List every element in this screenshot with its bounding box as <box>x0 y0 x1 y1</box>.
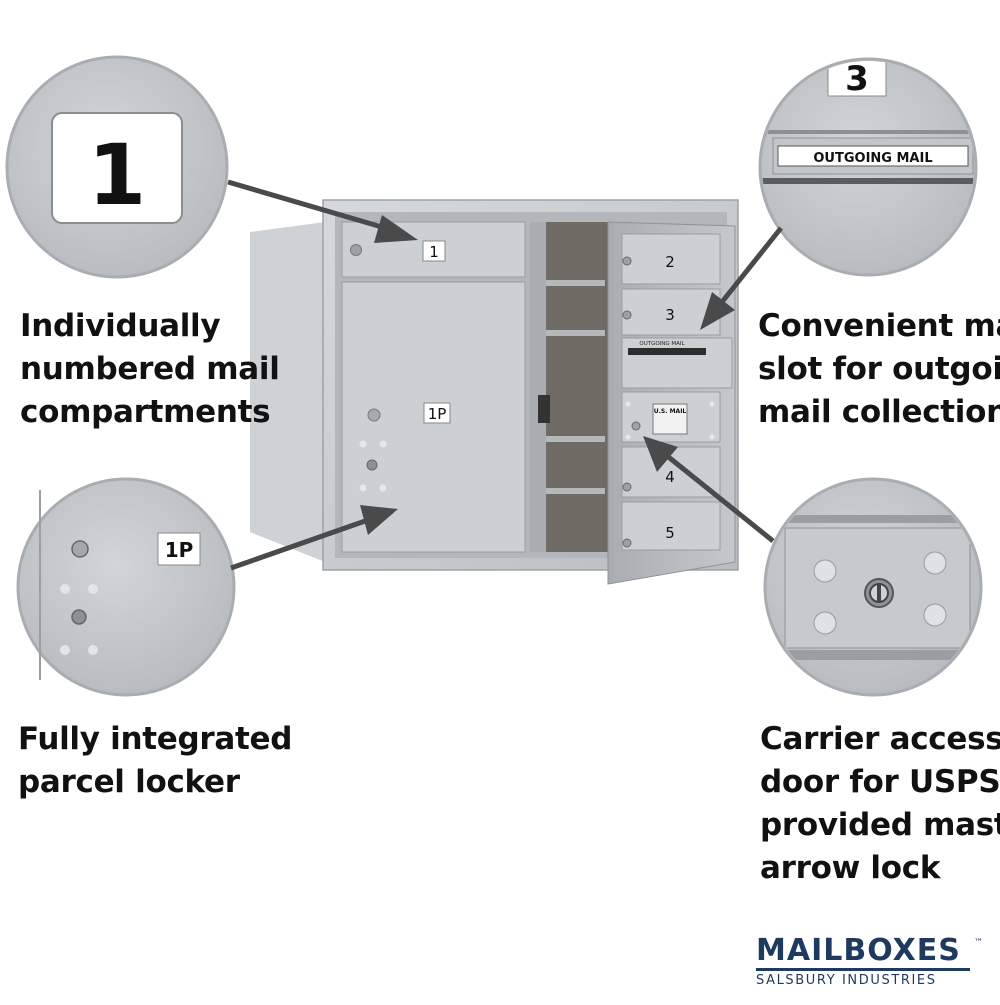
door-1-label-plate <box>422 240 446 262</box>
zoom-label-plate <box>51 112 183 224</box>
caption-line: compartments <box>20 394 271 430</box>
rivet-icon <box>379 484 387 492</box>
door-1-number: 1 <box>429 243 439 261</box>
door-2-lock-icon <box>622 256 632 266</box>
zoom-lock-icon <box>71 540 89 558</box>
caption-carrier-door: Carrier access door for USPS provided ma… <box>760 718 1000 890</box>
door-5 <box>621 501 721 551</box>
arrow-carrier <box>664 453 775 543</box>
outgoing-slot <box>628 348 706 355</box>
caption-line: door for USPS <box>760 764 1000 800</box>
arrow-slot <box>720 226 783 304</box>
rivet-icon <box>813 611 837 635</box>
zoom-parcel-label: 1P <box>165 538 194 562</box>
arrow-head-icon <box>700 292 735 330</box>
outgoing-slot-panel <box>621 337 733 389</box>
zoom-lock-icon <box>71 609 87 625</box>
zoom-outgoing-label-plate <box>777 145 969 167</box>
rivet-icon <box>60 645 70 655</box>
door-4 <box>621 446 721 498</box>
door-5-number: 5 <box>665 524 675 542</box>
brand-subtitle: SALSBURY INDUSTRIES <box>756 973 937 988</box>
zoom-circle-numbered: 1 <box>5 55 229 279</box>
caption-line: arrow lock <box>760 850 941 886</box>
rivet-icon <box>923 551 947 575</box>
trademark-symbol: ™ <box>974 938 983 948</box>
rivet-icon <box>88 645 98 655</box>
rivet-icon <box>625 434 631 440</box>
door-2-number: 2 <box>665 253 675 271</box>
caption-numbered-compartments: Individually numbered mail compartments <box>20 305 280 434</box>
caption-line: numbered mail <box>20 351 280 387</box>
latch-icon <box>538 395 550 423</box>
brand-divider <box>756 968 970 971</box>
rivet-icon <box>813 559 837 583</box>
zoom-number-3: 3 <box>845 59 869 99</box>
brand-name: MAILBOXES <box>756 933 961 968</box>
door-1-lock-icon <box>350 244 362 256</box>
rivet-icon <box>379 440 387 448</box>
caption-line: slot for outgoing <box>758 351 1000 387</box>
rivet-icon <box>60 584 70 594</box>
interior-wall <box>530 222 546 552</box>
shelf <box>545 436 605 442</box>
arrow-head-icon <box>374 215 418 243</box>
mailbox-unit: 1 1P 2 3 OUTGOING MAIL U.S. MAIL <box>250 199 739 585</box>
door-3-lock-icon <box>622 310 632 320</box>
rivet-icon <box>359 484 367 492</box>
brand-logo: MAILBOXES SALSBURY INDUSTRIES <box>756 935 986 988</box>
parcel-lock-icon <box>367 408 381 422</box>
zoom-slot <box>762 178 974 184</box>
zoom-circle-carrier-door <box>763 477 983 697</box>
door-5-lock-icon <box>622 538 632 548</box>
caption-line: parcel locker <box>18 764 240 800</box>
arrow-numbered <box>227 179 393 233</box>
door-1 <box>341 221 526 278</box>
usps-plate-text: U.S. MAIL <box>654 408 687 415</box>
parcel-label: 1P <box>428 405 447 423</box>
caption-line: mail collection <box>758 394 1000 430</box>
rivet-icon <box>88 584 98 594</box>
door-4-lock-icon <box>622 482 632 492</box>
pointer-arrows <box>227 179 783 571</box>
shelf <box>545 280 605 286</box>
door-3-number: 3 <box>665 306 675 324</box>
side-panel <box>250 222 325 562</box>
zoom-label-plate-3 <box>827 61 887 97</box>
zoom-parcel-label-plate <box>157 532 201 566</box>
rivet-icon <box>709 401 715 407</box>
caption-line: Individually <box>20 308 221 344</box>
door-4-number: 4 <box>665 468 675 486</box>
arrow-head-icon <box>643 436 678 472</box>
rivet-icon <box>709 434 715 440</box>
parcel-lock-2-icon <box>366 459 378 471</box>
caption-line: Carrier access <box>760 721 1000 757</box>
shelf <box>545 330 605 336</box>
door-2 <box>621 233 721 285</box>
caption-line: Fully integrated <box>18 721 293 757</box>
arrow-head-icon <box>360 505 398 535</box>
zoom-number-1: 1 <box>88 126 146 224</box>
zoom-outgoing-text: OUTGOING MAIL <box>813 151 932 166</box>
caption-outgoing-slot: Convenient mail slot for outgoing mail c… <box>758 305 1000 434</box>
shelf <box>545 488 605 494</box>
caption-line: Convenient mail <box>758 308 1000 344</box>
rivet-icon <box>625 401 631 407</box>
rivet-icon <box>359 440 367 448</box>
arrow-parcel <box>230 517 369 571</box>
caption-parcel-locker: Fully integrated parcel locker <box>18 718 292 804</box>
parcel-label-plate <box>423 402 451 424</box>
rivet-icon <box>923 603 947 627</box>
zoom-circle-parcel-locker: 1P <box>16 477 236 697</box>
caption-line: provided master <box>760 807 1000 843</box>
usps-plate <box>652 403 688 435</box>
usps-lock-icon <box>631 421 641 431</box>
slot-label: OUTGOING MAIL <box>639 341 685 347</box>
zoom-circle-outgoing-slot: 3 OUTGOING MAIL <box>758 57 978 277</box>
